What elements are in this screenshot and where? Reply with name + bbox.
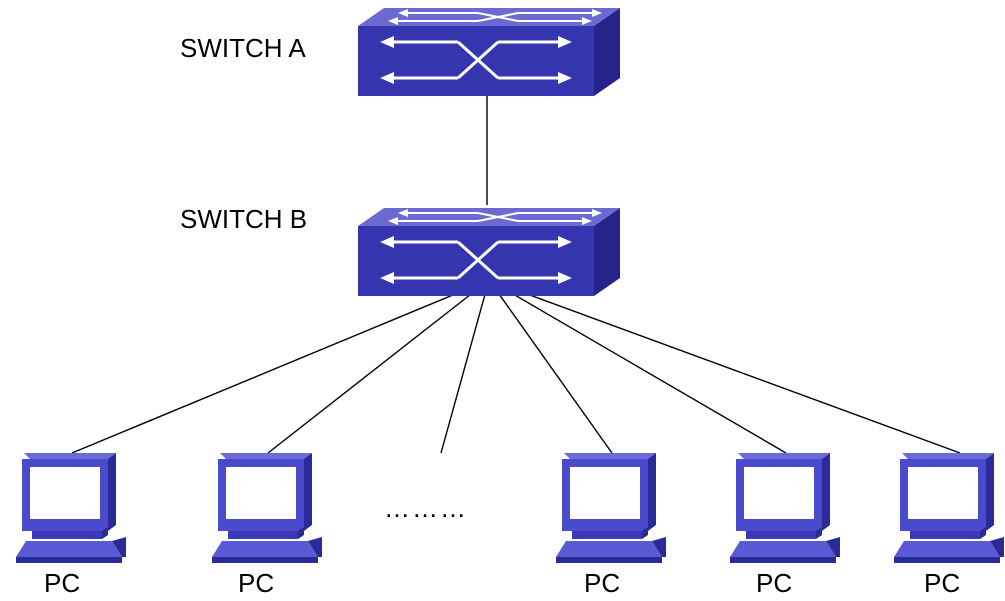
link-switch-b-to-pc-1 <box>71 279 490 454</box>
computer-terminal-icon <box>894 453 1004 563</box>
ellipsis: ……… <box>384 493 468 523</box>
link-switch-b-to-pc-5 <box>488 279 961 454</box>
switch-b: SWITCH B <box>180 204 622 298</box>
computer-terminal-icon <box>730 453 840 563</box>
pc-4: PC <box>730 453 840 598</box>
pc-2-label: PC <box>238 568 274 598</box>
pc-5-label: PC <box>924 568 960 598</box>
network-switch-icon <box>356 206 622 298</box>
link-switch-b-to-pc-4 <box>488 279 787 454</box>
pc-1: PC <box>16 453 126 598</box>
link-switch-b-to-pc-2 <box>267 279 490 454</box>
pc-3: PC <box>556 453 666 598</box>
pc-4-label: PC <box>756 568 792 598</box>
pc-2: PC <box>212 453 322 598</box>
switch-a-label: SWITCH A <box>180 33 306 63</box>
link-switch-b-to-ellipsis <box>440 279 490 454</box>
switch-b-label: SWITCH B <box>180 204 307 234</box>
network-switch-icon <box>356 6 622 98</box>
pc-3-label: PC <box>584 568 620 598</box>
computer-terminal-icon <box>556 453 666 563</box>
computer-terminal-icon <box>16 453 126 563</box>
switch-a: SWITCH A <box>180 6 622 98</box>
pc-5: PC <box>894 453 1004 598</box>
pc-1-label: PC <box>44 568 80 598</box>
computer-terminal-icon <box>212 453 322 563</box>
network-links <box>71 85 961 454</box>
link-switch-b-to-pc-3 <box>488 279 613 454</box>
